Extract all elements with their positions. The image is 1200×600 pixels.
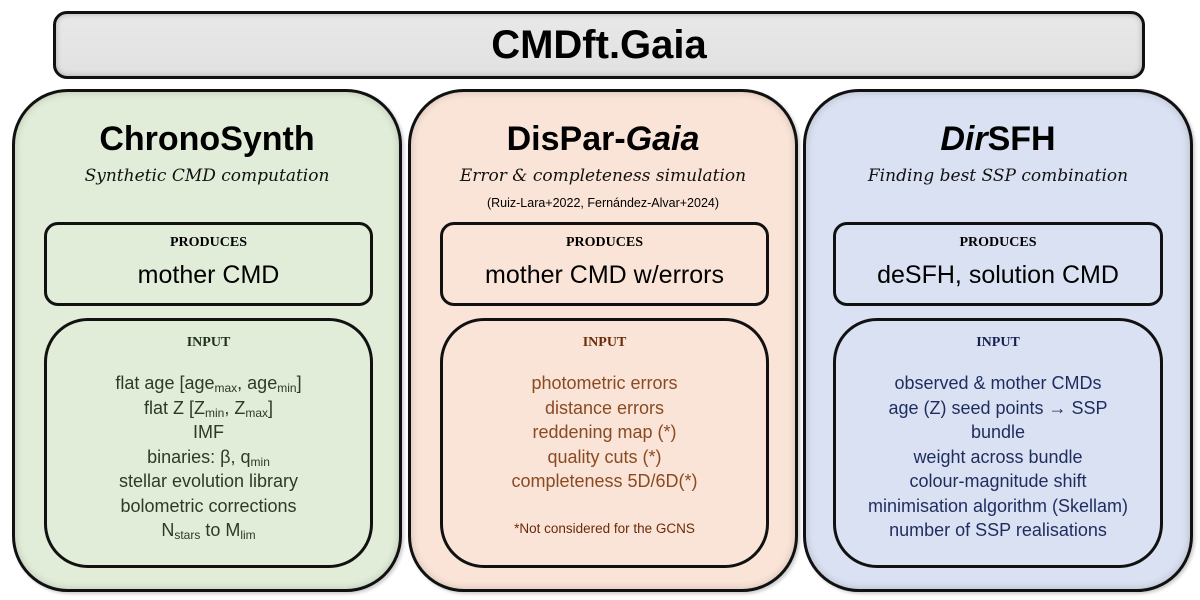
main-title: CMDft.Gaia <box>491 22 707 67</box>
panel-dirsfh: DirSFH Finding best SSP combination PROD… <box>803 89 1193 592</box>
input-item: reddening map (*) <box>532 422 677 442</box>
input-item: completeness 5D/6D(*) <box>511 471 698 491</box>
input-list: photometric errors distance errors redde… <box>443 371 766 494</box>
panel-subtitle: Synthetic CMD computation <box>84 166 330 186</box>
input-item: binaries: β, qmin <box>147 446 270 469</box>
input-item: Nstars to Mlim <box>161 520 256 542</box>
input-item: quality cuts (*) <box>547 446 662 467</box>
input-item: stellar evolution library <box>118 471 299 491</box>
input-item: minimisation algorithm (Skellam) <box>867 495 1129 516</box>
panel-chronosynth: ChronoSynth Synthetic CMD computation PR… <box>12 89 402 592</box>
input-item: flat Z [Zmin, Zmax] <box>143 397 274 420</box>
title-bar: CMDft.Gaia <box>53 11 1145 79</box>
produces-value: deSFH, solution CMD <box>877 261 1119 289</box>
panel-subtitle: Finding best SSP combination <box>867 166 1129 186</box>
produces-box: PRODUCES mother CMD <box>44 222 373 306</box>
input-item: weight across bundle <box>913 446 1083 467</box>
input-item: number of SSP realisations <box>889 520 1107 540</box>
produces-label: PRODUCES <box>169 235 247 250</box>
footnote: *Not considered for the GCNS <box>514 521 695 536</box>
input-item: observed & mother CMDs <box>894 373 1102 393</box>
input-item: distance errors <box>544 397 665 418</box>
input-box: INPUT photometric errors distance errors… <box>440 318 769 568</box>
input-item: bolometric corrections <box>120 495 297 516</box>
panel-dispar-gaia: DisPar-Gaia Error & completeness simulat… <box>408 89 798 592</box>
produces-label: PRODUCES <box>959 235 1037 250</box>
input-item: photometric errors <box>531 373 678 393</box>
produces-value: mother CMD <box>137 261 280 289</box>
input-box: INPUT flat age [agemax, agemin] flat Z [… <box>44 318 373 568</box>
input-label: INPUT <box>582 335 627 350</box>
panel-subtitle: Error & completeness simulation <box>459 166 747 186</box>
produces-box: PRODUCES mother CMD w/errors <box>440 222 769 306</box>
input-item: age (Z) seed points → SSP <box>888 397 1108 418</box>
panel-title: ChronoSynth <box>99 120 315 158</box>
produces-value: mother CMD w/errors <box>485 261 724 289</box>
panel-title: DirSFH <box>940 120 1056 158</box>
input-list: observed & mother CMDs age (Z) seed poin… <box>836 371 1160 543</box>
input-box: INPUT observed & mother CMDs age (Z) see… <box>833 318 1163 568</box>
input-item: flat age [agemax, agemin] <box>115 373 302 395</box>
input-item: colour-magnitude shift <box>909 471 1087 491</box>
input-item: bundle <box>970 422 1026 442</box>
input-label: INPUT <box>186 335 231 350</box>
input-item: IMF <box>193 422 224 442</box>
input-list: flat age [agemax, agemin] flat Z [Zmin, … <box>47 371 370 543</box>
produces-box: PRODUCES deSFH, solution CMD <box>833 222 1163 306</box>
panel-reference: (Ruiz-Lara+2022, Fernández-Alvar+2024) <box>486 196 720 210</box>
panel-title: DisPar-Gaia <box>506 120 700 158</box>
input-label: INPUT <box>976 335 1020 350</box>
produces-label: PRODUCES <box>565 235 643 250</box>
